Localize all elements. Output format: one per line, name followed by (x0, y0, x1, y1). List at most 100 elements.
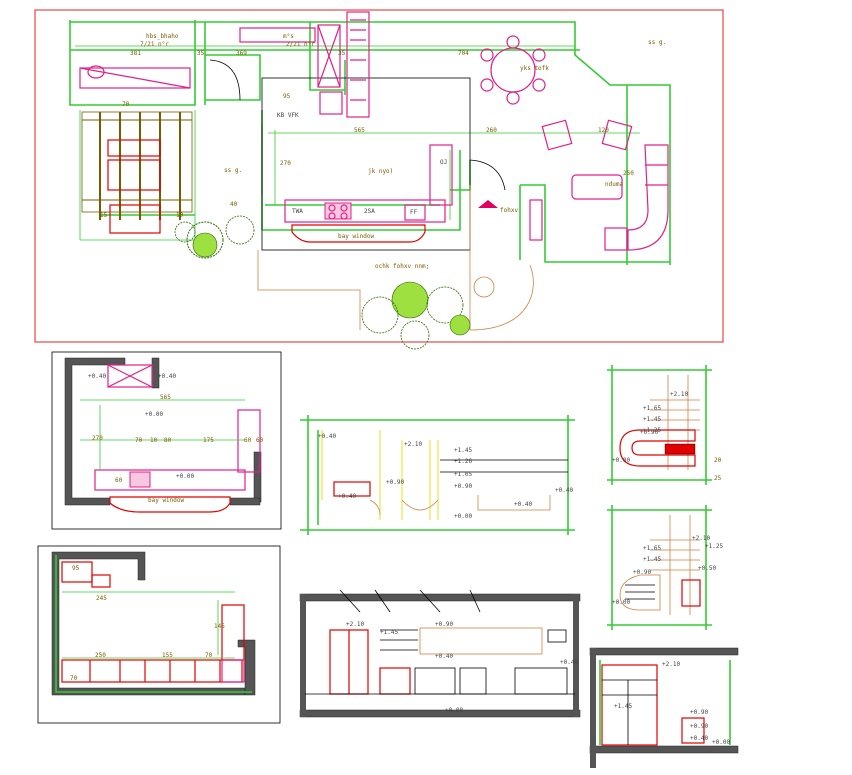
elev-4-level-3: +0.90 (435, 621, 453, 628)
detail-b-dim-bottom: 70 (70, 675, 78, 682)
elev-4-level-4: +0.40 (435, 653, 453, 660)
kitchen-counters (284, 144, 453, 243)
hob-tag: 2SA (364, 208, 375, 215)
elev-3-level-2: +1.65 (643, 545, 661, 552)
elev-5-level-2: +1.45 (614, 703, 632, 710)
detail-a-dim-5: 60 (244, 437, 252, 444)
detail-a-level-a: +0.40 (88, 373, 106, 380)
kitchen-tag: KB VFK (277, 112, 299, 119)
detail-a-kitchen-plan: 565 270 70 10 80 175 60 60 60 +0.40 +0.4… (51, 351, 282, 530)
entrance-label: fohxv (500, 207, 518, 214)
detail-a-dim-6: 60 (256, 437, 264, 444)
elev-4-level-1: +2.10 (346, 621, 364, 628)
detail-a-dim-top: 565 (160, 394, 171, 401)
detail-a-level-b: +0.40 (158, 373, 176, 380)
elev-5-level-6: +0.00 (712, 739, 730, 746)
elevation-3: +2.10 +1.65 +1.45 +1.25 +0.90 +0.50 +0.0… (607, 505, 723, 630)
oven-tag: OJ (440, 159, 447, 166)
dim-704: 704 (458, 50, 469, 57)
elevation-1: +0.40 +0.40 +2.10 +1.45 +1.26 +1.05 +0.9… (300, 415, 575, 535)
elev-4-level-5: +0.00 (445, 707, 463, 714)
elev-1-level-3: +2.10 (404, 441, 422, 448)
detail-b-dim-2: 155 (162, 652, 173, 659)
detail-a-dim-2: 10 (150, 437, 158, 444)
elev-1-level-5: +1.26 (454, 458, 472, 465)
elev-5-level-5: +0.40 (690, 735, 708, 742)
detail-b-dim-mid: 245 (96, 595, 107, 602)
plants (174, 215, 471, 350)
yard-right-label: ss g. (648, 39, 666, 46)
dim-40: 40 (230, 201, 238, 208)
garden-label: ochk fohxv nnm; (375, 263, 429, 270)
elev-5-level-3: +0.90 (690, 709, 708, 716)
dim-565: 565 (354, 127, 365, 134)
dim-381: 381 (130, 50, 141, 57)
elev-2-dim-1: 25 (714, 475, 722, 482)
detail-b-dim-1: 250 (95, 652, 106, 659)
dim-250: 250 (623, 170, 634, 177)
elev-1-level-2: +0.40 (338, 493, 356, 500)
dim-270: 270 (280, 160, 291, 167)
elev-3-level-6: +0.50 (698, 565, 716, 572)
elev-3-level-3: +1.45 (643, 556, 661, 563)
dining-table (480, 35, 546, 105)
elev-2-level-6: +0.00 (612, 457, 630, 464)
elev-1-level-1: +0.40 (318, 433, 336, 440)
elev-5-level-4: +0.90 (690, 723, 708, 730)
bay-window-label: bay window (338, 233, 375, 240)
dim-120: 120 (598, 127, 609, 134)
elev-1-level-11: +0.40 (555, 487, 573, 494)
elev-2-level-2: +1.65 (643, 405, 661, 412)
living-furniture (529, 119, 669, 251)
dim-369: 369 (236, 50, 247, 57)
detail-a-bay-window: bay window (148, 497, 185, 504)
elevation-2: +2.10 +1.65 +1.45 +1.25 +0.90 +0.00 25 2… (607, 365, 722, 485)
dim-10: 10 (176, 212, 184, 219)
elev-1-level-4: +1.45 (454, 447, 472, 454)
elev-2-level-1: +2.10 (670, 391, 688, 398)
elev-2-dim-2: 20 (714, 457, 722, 464)
detail-b-dim-top: 95 (72, 565, 80, 572)
yard-left-label: ss g. (224, 167, 242, 174)
detail-a-level-c: +0.00 (145, 411, 163, 418)
detail-a-dim-small: 60 (115, 477, 123, 484)
detail-b-dim-3: 70 (205, 652, 213, 659)
detail-a-dim-4: 175 (203, 437, 214, 444)
elev-3-level-5: +0.90 (633, 569, 651, 576)
elevation-4: +2.10 +1.45 +0.90 +0.40 +0.00 +0.40 (299, 589, 581, 718)
detail-b-dim-side: 145 (214, 623, 225, 630)
elev-3-level-4: +1.25 (705, 543, 723, 550)
wc-area-label: 2/21 n°r (286, 41, 315, 48)
pergola (81, 111, 193, 234)
dim-95: 95 (283, 93, 291, 100)
floor-plan: hbs_bhaho 7/21 n°r m°s 2/21 n°r yks tofk… (69, 11, 671, 350)
elev-1-level-6: +1.05 (454, 471, 472, 478)
elev-4-level-6: +0.40 (560, 659, 578, 666)
dim-70: 70 (122, 101, 130, 108)
fridge-tag: FF (410, 209, 418, 216)
detail-b-kitchen-plan: 95 245 145 250 155 70 70 (37, 545, 281, 724)
detail-a-dim-1: 70 (135, 437, 143, 444)
elev-4-level-2: +1.45 (380, 629, 398, 636)
elev-3-level-1: +2.10 (692, 535, 710, 542)
elev-1-level-10: +0.00 (454, 513, 472, 520)
dining-label: yks tofk (520, 65, 549, 72)
dim-260: 260 (486, 127, 497, 134)
elevation-5: +2.10 +1.45 +0.90 +0.90 +0.40 +0.00 (589, 647, 739, 768)
sink-tag: TWA (292, 208, 303, 215)
dim-15: 15 (100, 212, 108, 219)
elev-2-level-5: +0.90 (640, 429, 658, 436)
dim-35a: 35 (197, 50, 205, 57)
detail-a-dim-side: 270 (92, 435, 103, 442)
dim-35b: 35 (338, 50, 346, 57)
plan-frame (34, 9, 724, 343)
elev-1-level-8: +0.90 (454, 483, 472, 490)
living-label: nduma (605, 181, 623, 188)
bath-label: hbs_bhaho (146, 33, 179, 40)
elev-2-level-3: +1.45 (643, 416, 661, 423)
elev-1-level-7: +0.90 (386, 479, 404, 486)
detail-a-dim-3: 80 (164, 437, 172, 444)
detail-a-level-d: +0.00 (176, 473, 194, 480)
elev-1-level-9: +0.40 (514, 501, 532, 508)
